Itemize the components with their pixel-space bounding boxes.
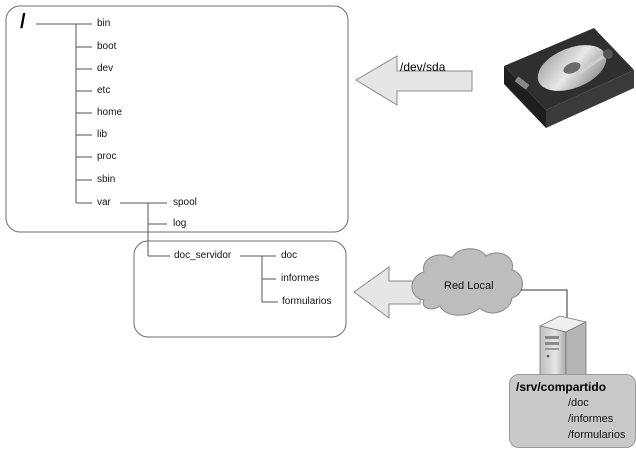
dir-server-doc: doc [281,250,298,261]
cloud-label: Red Local [444,280,494,292]
dir-bin: bin [97,18,111,29]
network-mount-arrow [353,266,421,319]
disk-mount-arrow [355,55,473,106]
server-mount-box [133,240,347,338]
dir-lib: lib [97,129,108,140]
server-tower-icon [538,315,588,385]
shared-item-informes: /informes [568,413,614,425]
dir-sbin: sbin [97,174,116,185]
shared-folder-box: /srv/compartido /doc /informes /formular… [509,374,636,448]
dir-proc: proc [97,151,117,162]
device-label: /dev/sda [400,60,446,74]
dir-home: home [97,107,123,118]
dir-etc: etc [97,85,111,96]
dir-var: var [97,197,111,208]
dir-boot: boot [97,41,117,52]
shared-folder-title: /srv/compartido [516,380,607,394]
root-filesystem-box [5,5,349,233]
shared-item-doc: /doc [568,397,589,409]
dir-doc-servidor: doc_servidor [174,250,232,261]
hard-disk-icon [504,28,634,128]
shared-item-formularios: /formularios [568,429,626,441]
root-directory-label: / [20,11,26,33]
server-tree-lines [240,255,278,303]
dir-dev: dev [97,63,114,74]
network-connector-line [521,289,568,318]
dir-log: log [173,218,187,229]
dir-spool: spool [173,197,197,208]
root-tree-lines [36,23,170,257]
dir-server-informes: informes [281,273,320,284]
dir-server-formularios: formularios [282,296,332,307]
network-cloud-icon [411,248,523,316]
